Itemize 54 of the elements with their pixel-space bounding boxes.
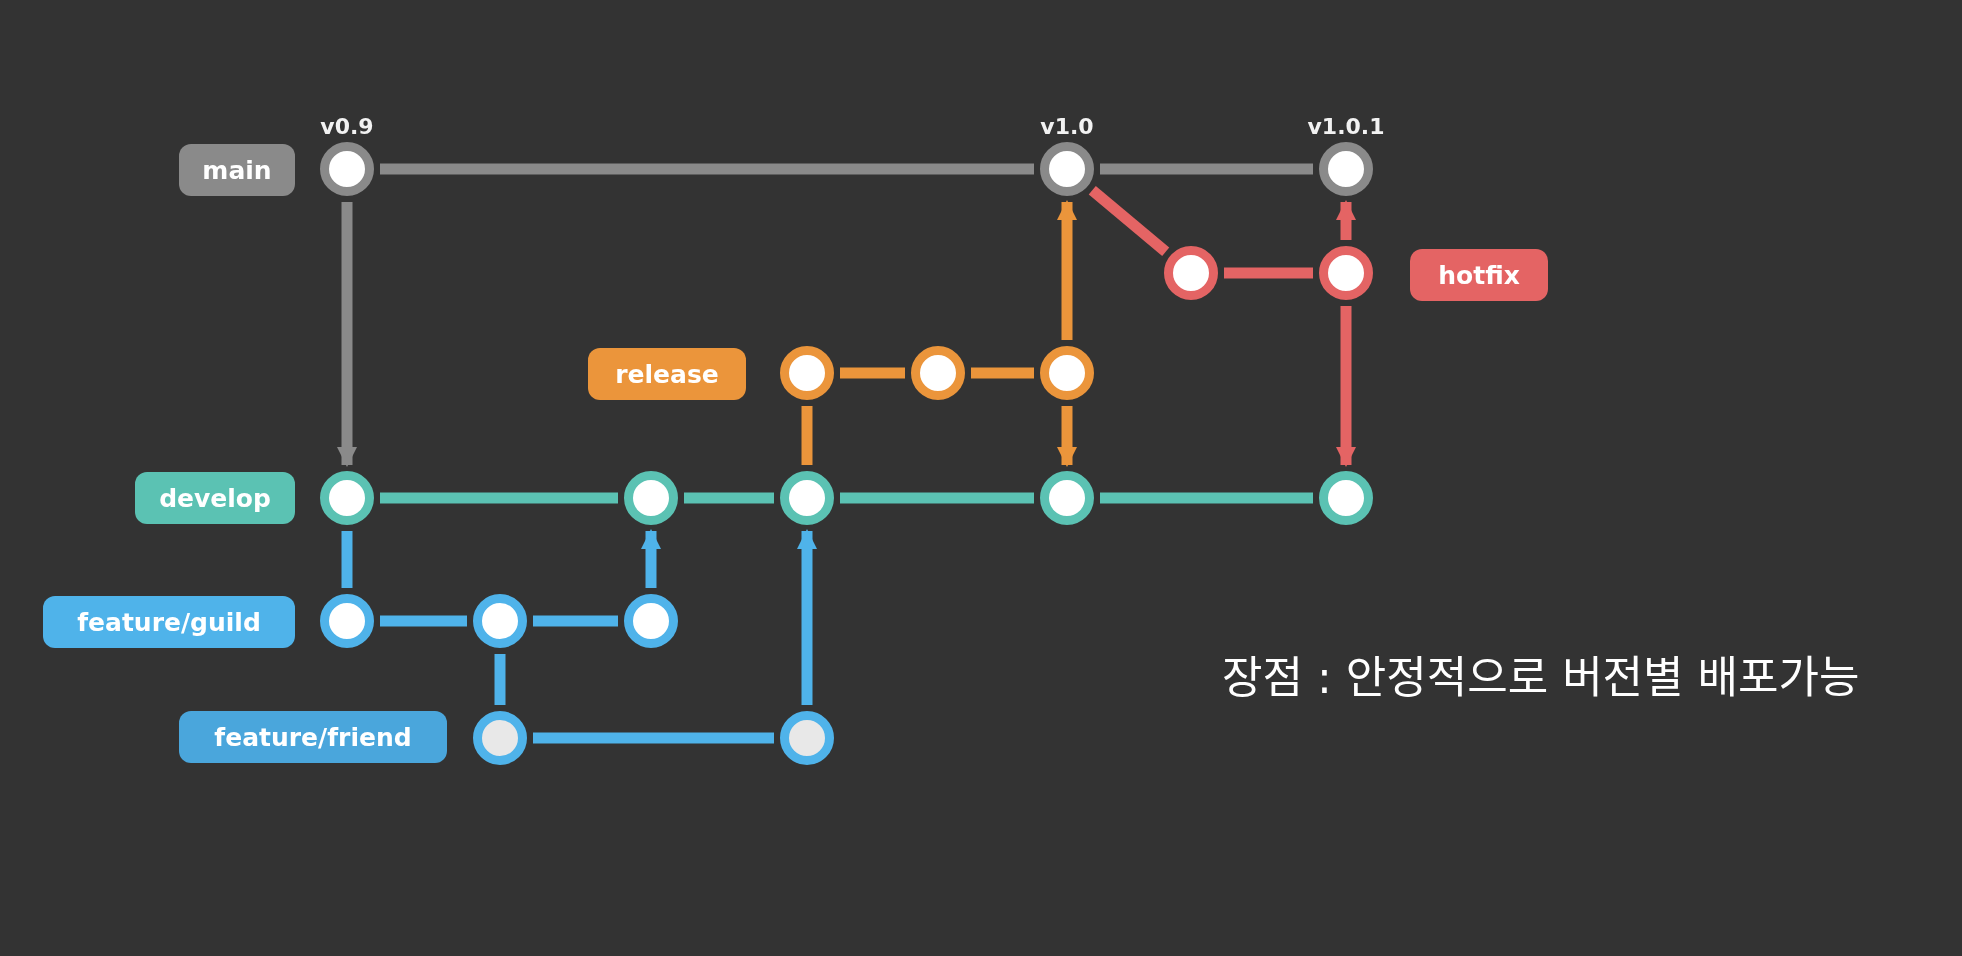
version-tag: v1.0 xyxy=(1040,114,1094,139)
merge-arrow xyxy=(1057,406,1077,467)
merge-arrow xyxy=(641,529,661,588)
merge-arrow xyxy=(1336,200,1356,240)
merge-arrow xyxy=(337,202,357,467)
commit-circle xyxy=(473,711,527,765)
branch-line xyxy=(380,163,1034,175)
commit-circle xyxy=(780,471,834,525)
branch-line xyxy=(801,406,813,465)
merge-arrow xyxy=(1336,306,1356,467)
commit-circle xyxy=(320,471,374,525)
branch-label xyxy=(135,472,295,524)
commit-circle xyxy=(624,594,678,648)
commit-circle xyxy=(911,346,965,400)
branch-name: main xyxy=(202,155,272,185)
merge-arrow xyxy=(797,529,817,705)
branch-line xyxy=(1224,267,1313,279)
branch-line xyxy=(341,531,353,588)
commit-circle xyxy=(1040,346,1094,400)
branch-line xyxy=(380,492,618,504)
commit-circle xyxy=(1319,471,1373,525)
branch-line xyxy=(533,615,618,627)
branch-name: feature/friend xyxy=(214,722,412,752)
branch-line xyxy=(840,367,905,379)
commit-circle xyxy=(780,711,834,765)
branch-label xyxy=(43,596,295,648)
branch-line xyxy=(533,732,774,744)
commit-circle xyxy=(780,346,834,400)
version-tag: v0.9 xyxy=(320,114,374,139)
branch-label xyxy=(588,348,746,400)
note-text: 장점 : 안정적으로 버전별 배포가능 xyxy=(1222,651,1860,705)
merge-arrow xyxy=(1057,200,1077,340)
branch-name: develop xyxy=(159,483,271,513)
commit-circle xyxy=(1319,246,1373,300)
commit-circle xyxy=(473,594,527,648)
commit-circle xyxy=(1164,246,1218,300)
branch-name: hotfix xyxy=(1438,260,1520,290)
branch-label xyxy=(179,144,295,196)
branch-line xyxy=(1100,163,1313,175)
version-tag: v1.0.1 xyxy=(1307,114,1385,139)
branch-line xyxy=(1100,492,1313,504)
branch-line xyxy=(840,492,1034,504)
branch-name: feature/guild xyxy=(77,607,261,637)
branch-label xyxy=(1410,249,1548,301)
branch-line xyxy=(971,367,1034,379)
branch-line xyxy=(1088,186,1170,256)
branch-line xyxy=(684,492,774,504)
commit-circle xyxy=(320,594,374,648)
branch-label xyxy=(179,711,447,763)
branch-line xyxy=(380,615,467,627)
commit-circle xyxy=(1040,471,1094,525)
branch-line xyxy=(494,654,506,705)
commit-circle xyxy=(624,471,678,525)
branch-name: release xyxy=(615,359,719,389)
